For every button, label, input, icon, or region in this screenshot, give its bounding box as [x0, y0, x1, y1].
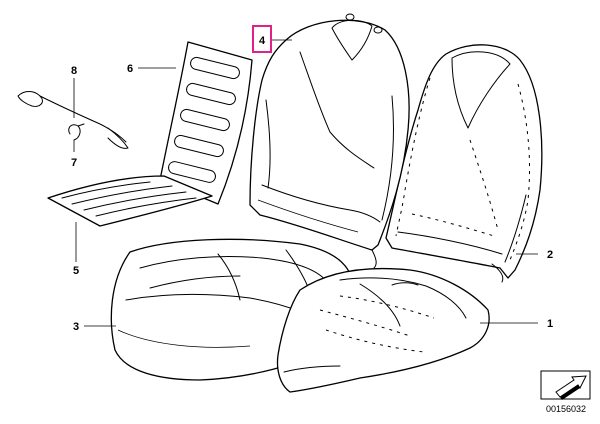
- callout-3: 3: [73, 321, 79, 333]
- callout-5: 5: [73, 265, 79, 277]
- cushion-heater-mat: [47, 175, 213, 227]
- callout-6: 6: [127, 63, 133, 75]
- arrow-icon[interactable]: [540, 370, 591, 400]
- wire: [17, 91, 129, 149]
- callout-8: 8: [71, 65, 77, 77]
- callout-2: 2: [547, 249, 553, 261]
- highlight-box: [252, 25, 272, 53]
- reference-id: 00156032: [546, 404, 586, 414]
- callout-4: 4: [259, 35, 266, 47]
- seat-cushion-foam: [276, 268, 490, 393]
- callout-7: 7: [71, 157, 77, 169]
- backrest-cover: [249, 13, 410, 269]
- backrest-foam: [385, 44, 543, 283]
- backrest-heater-mat: [159, 41, 253, 205]
- clip: [68, 123, 85, 141]
- callout-1: 1: [547, 318, 553, 330]
